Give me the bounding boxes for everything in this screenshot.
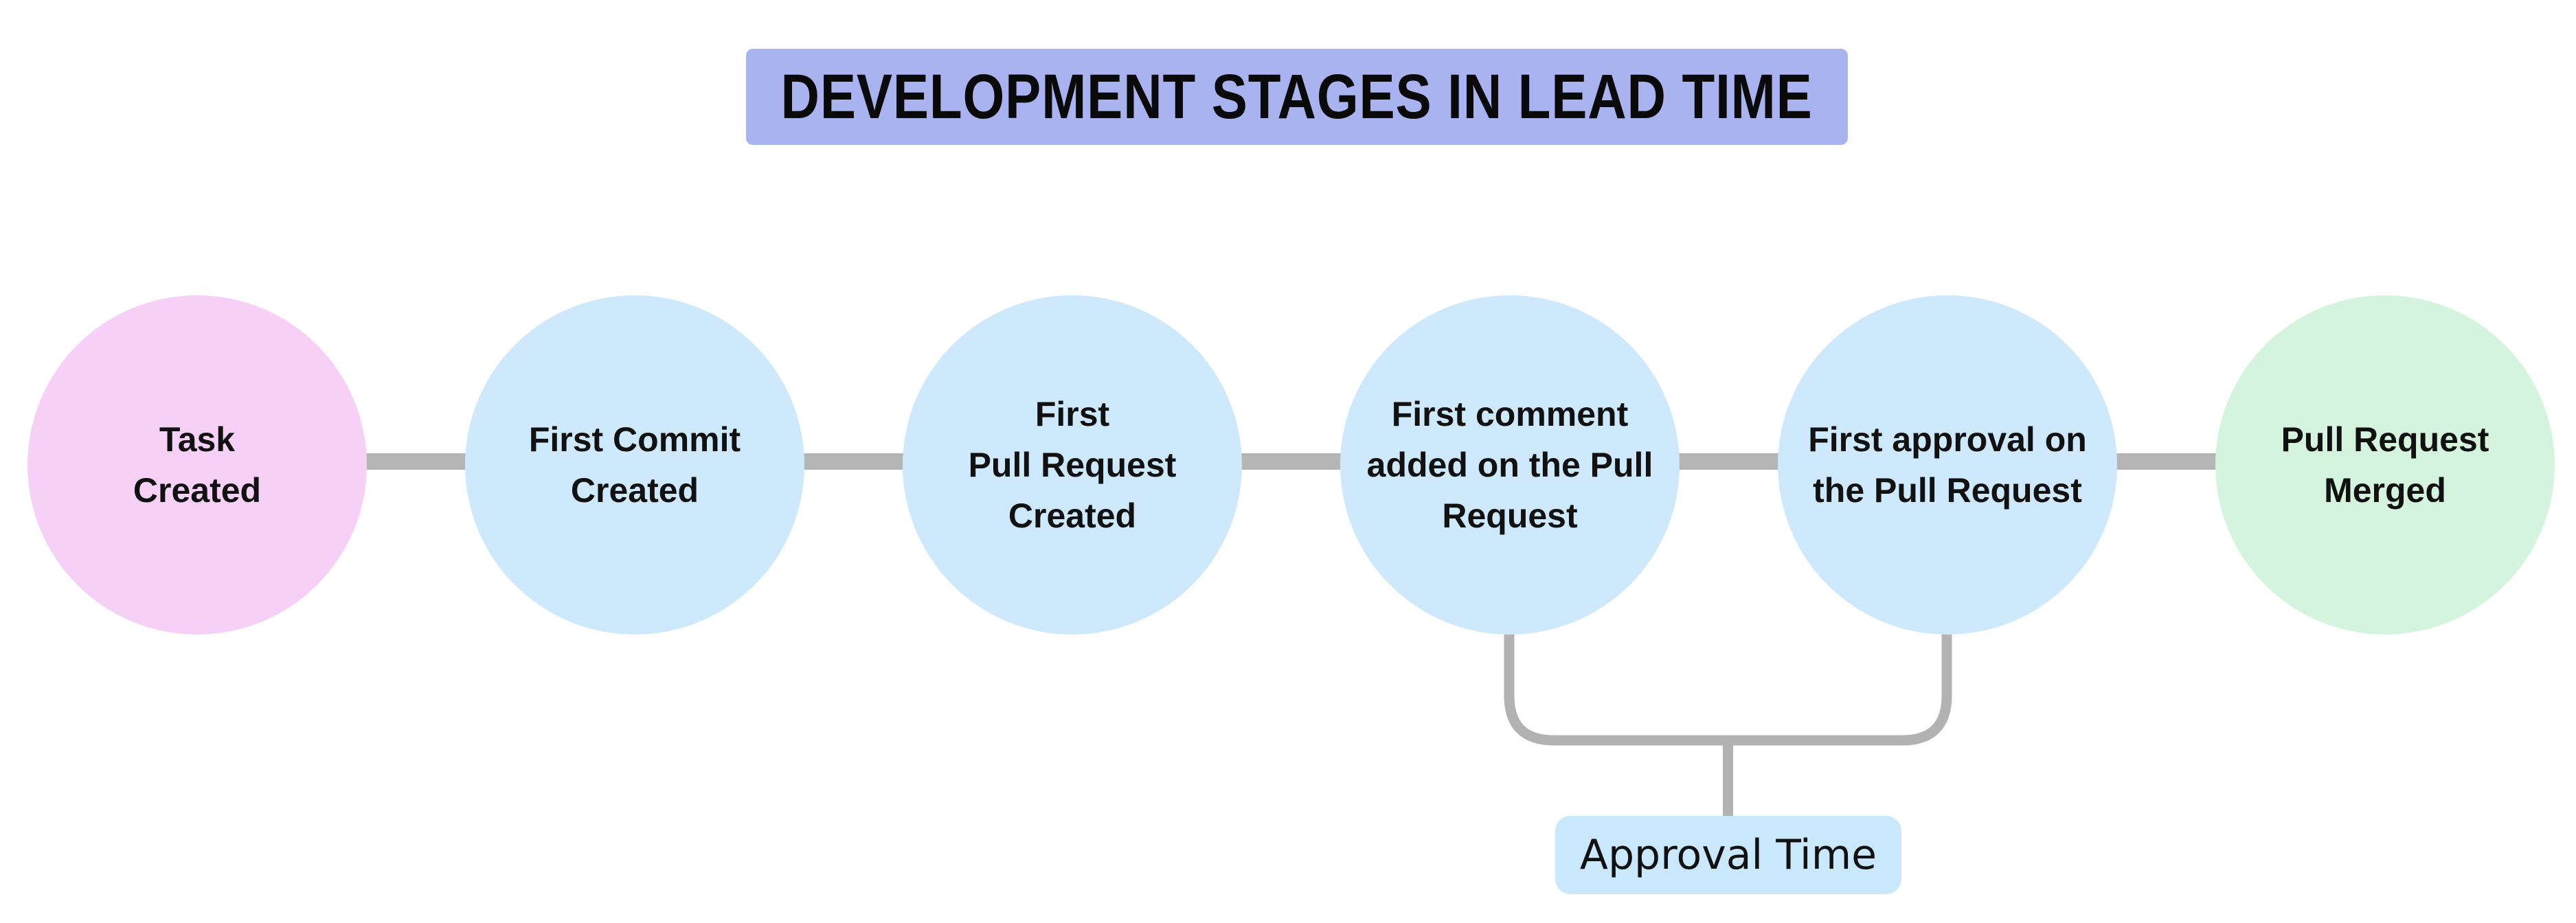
stage-first-pull-request-created: First Pull Request Created — [903, 295, 1242, 635]
stage-label: Task Created — [133, 420, 262, 510]
stage-label: First Commit Created — [528, 420, 741, 510]
stage-first-approval: First approval on the Pull Request — [1778, 295, 2117, 635]
bracket-line — [1504, 618, 1952, 746]
stage-first-comment-added: First comment added on the Pull Request — [1340, 295, 1680, 635]
stage-first-commit-created: First Commit Created — [465, 295, 804, 635]
title-banner: DEVELOPMENT STAGES IN LEAD TIME — [746, 49, 1848, 145]
approval-time-label: Approval Time — [1579, 831, 1877, 879]
approval-time-badge: Approval Time — [1555, 816, 1901, 894]
page-title: DEVELOPMENT STAGES IN LEAD TIME — [780, 61, 1814, 132]
stage-label: First comment added on the Pull Request — [1366, 395, 1653, 535]
stage-label: First Pull Request Created — [968, 395, 1177, 535]
stage-pull-request-merged: Pull Request Merged — [2215, 295, 2555, 635]
stage-label: Pull Request Merged — [2281, 420, 2489, 510]
stage-task-created: Task Created — [27, 295, 367, 635]
stage-label: First approval on the Pull Request — [1808, 420, 2087, 510]
